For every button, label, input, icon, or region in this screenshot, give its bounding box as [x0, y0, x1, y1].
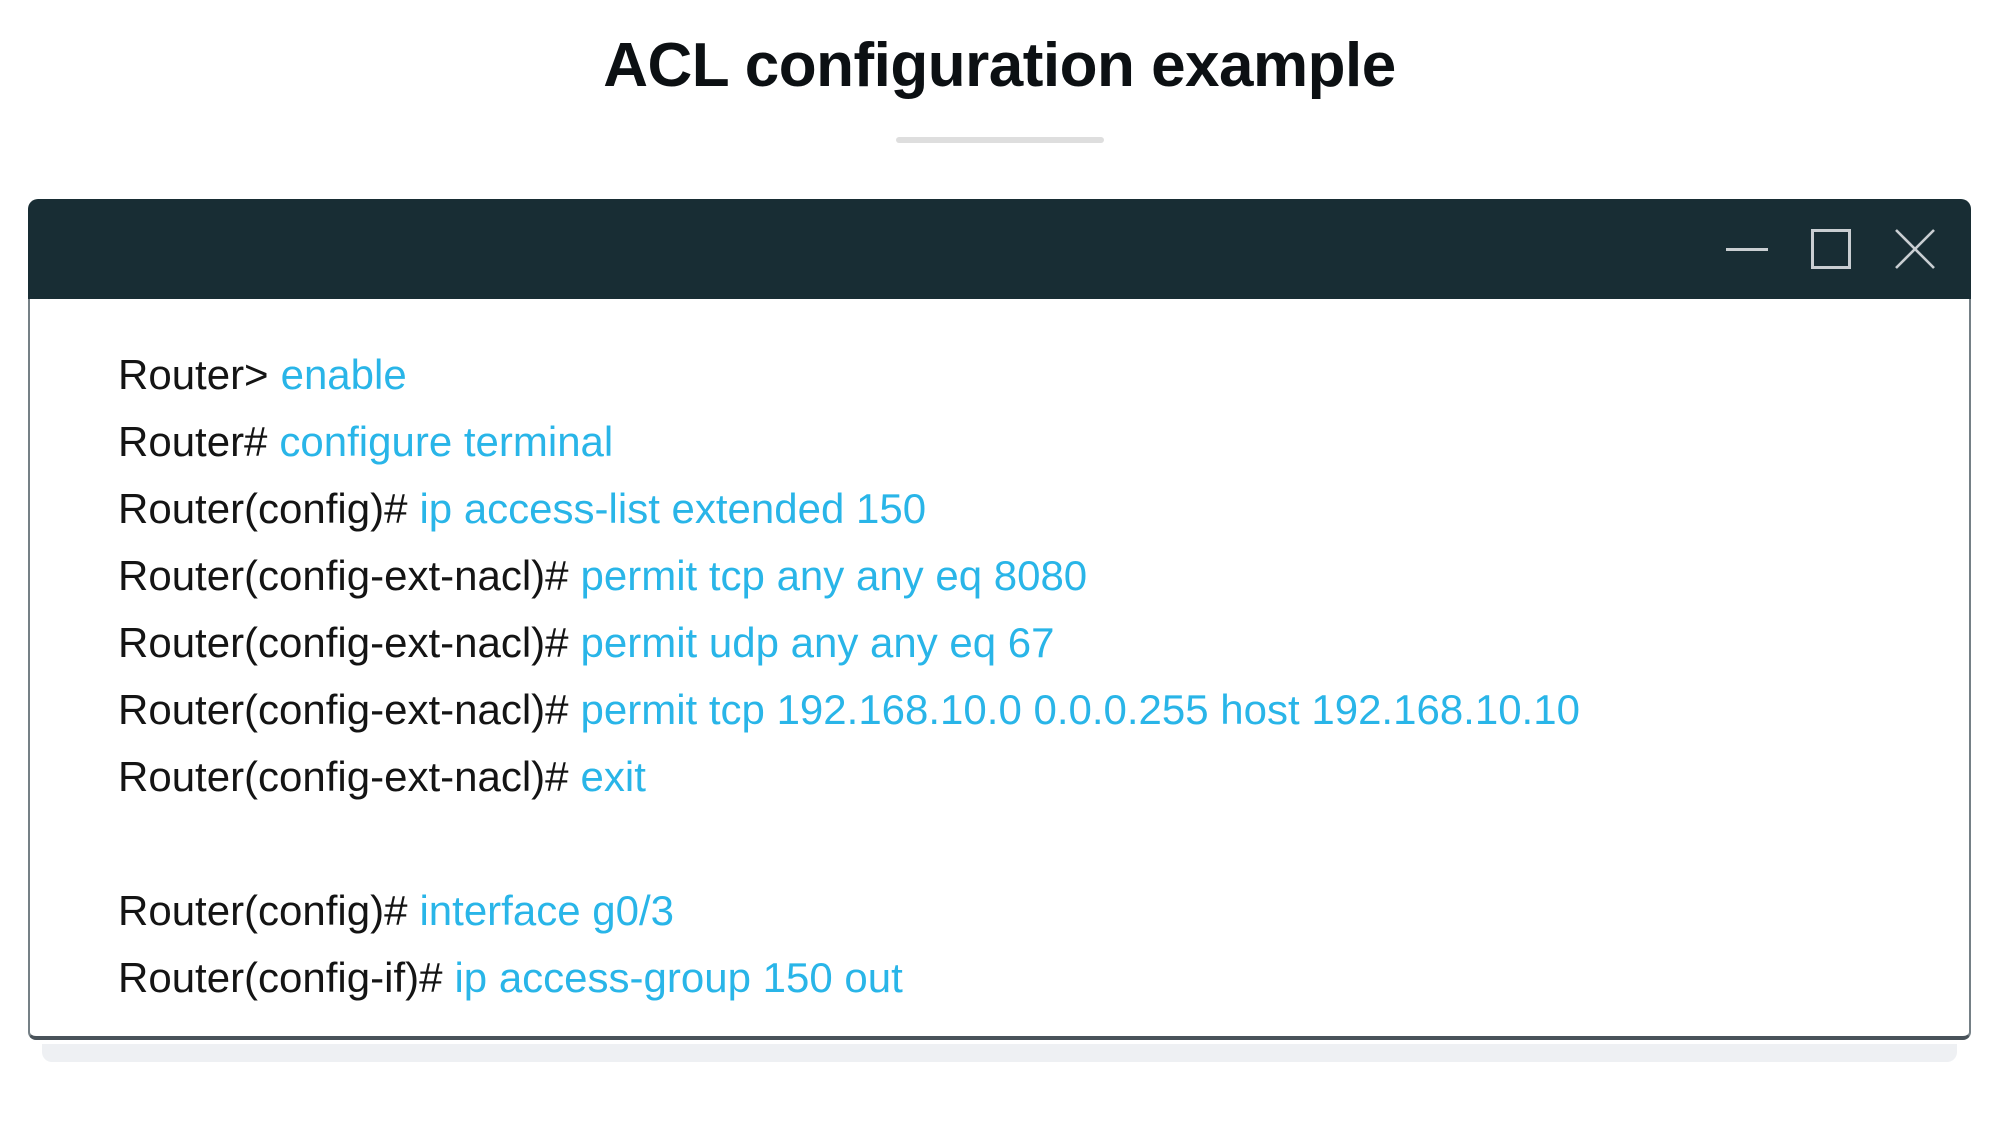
terminal-line: Router#configure terminal — [118, 408, 1929, 475]
terminal-command: permit tcp any any eq 8080 — [580, 552, 1088, 599]
terminal-prompt: Router(config-if)# — [118, 954, 443, 1001]
terminal-line: Router(config-ext-nacl)#exit — [118, 743, 1929, 810]
title-divider — [895, 137, 1104, 143]
terminal-command: enable — [280, 351, 407, 398]
maximize-button[interactable] — [1809, 227, 1853, 271]
terminal-command: permit udp any any eq 67 — [580, 619, 1055, 666]
terminal-command: ip access-list extended 150 — [419, 485, 927, 532]
terminal-line: Router(config-ext-nacl)#permit udp any a… — [118, 609, 1929, 676]
terminal-line — [118, 810, 1929, 877]
terminal-command: configure terminal — [279, 418, 614, 465]
terminal-prompt: Router(config-ext-nacl)# — [118, 619, 569, 666]
close-icon — [1895, 229, 1935, 269]
terminal-line: Router(config-if)#ip access-group 150 ou… — [118, 944, 1929, 1011]
window-drop-shadow — [42, 1044, 1957, 1062]
terminal-content: Router>enable Router#configure terminal … — [28, 299, 1971, 1040]
terminal-line: Router(config-ext-nacl)#permit tcp 192.1… — [118, 676, 1929, 743]
terminal-line: Router(config)#ip access-list extended 1… — [118, 475, 1929, 542]
page-title: ACL configuration example — [603, 31, 1396, 100]
terminal-command: exit — [580, 753, 646, 800]
terminal-line: Router(config)#interface g0/3 — [118, 877, 1929, 944]
terminal-window: Router>enable Router#configure terminal … — [28, 199, 1971, 1040]
maximize-icon — [1811, 229, 1851, 269]
terminal-line: Router>enable — [118, 341, 1929, 408]
terminal-prompt: Router# — [118, 418, 268, 465]
minimize-button[interactable] — [1725, 227, 1769, 271]
window-titlebar[interactable] — [28, 199, 1971, 299]
terminal-command: ip access-group 150 out — [454, 954, 903, 1001]
terminal-prompt: Router> — [118, 351, 269, 398]
terminal-line: Router(config-ext-nacl)#permit tcp any a… — [118, 542, 1929, 609]
terminal-prompt: Router(config-ext-nacl)# — [118, 753, 569, 800]
minimize-icon — [1726, 247, 1768, 251]
terminal-prompt: Router(config)# — [118, 887, 408, 934]
terminal-command: interface g0/3 — [419, 887, 674, 934]
terminal-prompt: Router(config-ext-nacl)# — [118, 686, 569, 733]
terminal-prompt: Router(config-ext-nacl)# — [118, 552, 569, 599]
terminal-command: permit tcp 192.168.10.0 0.0.0.255 host 1… — [580, 686, 1580, 733]
close-button[interactable] — [1893, 227, 1937, 271]
page: ACL configuration example Router>enable … — [0, 30, 1999, 1125]
terminal-prompt: Router(config)# — [118, 485, 408, 532]
